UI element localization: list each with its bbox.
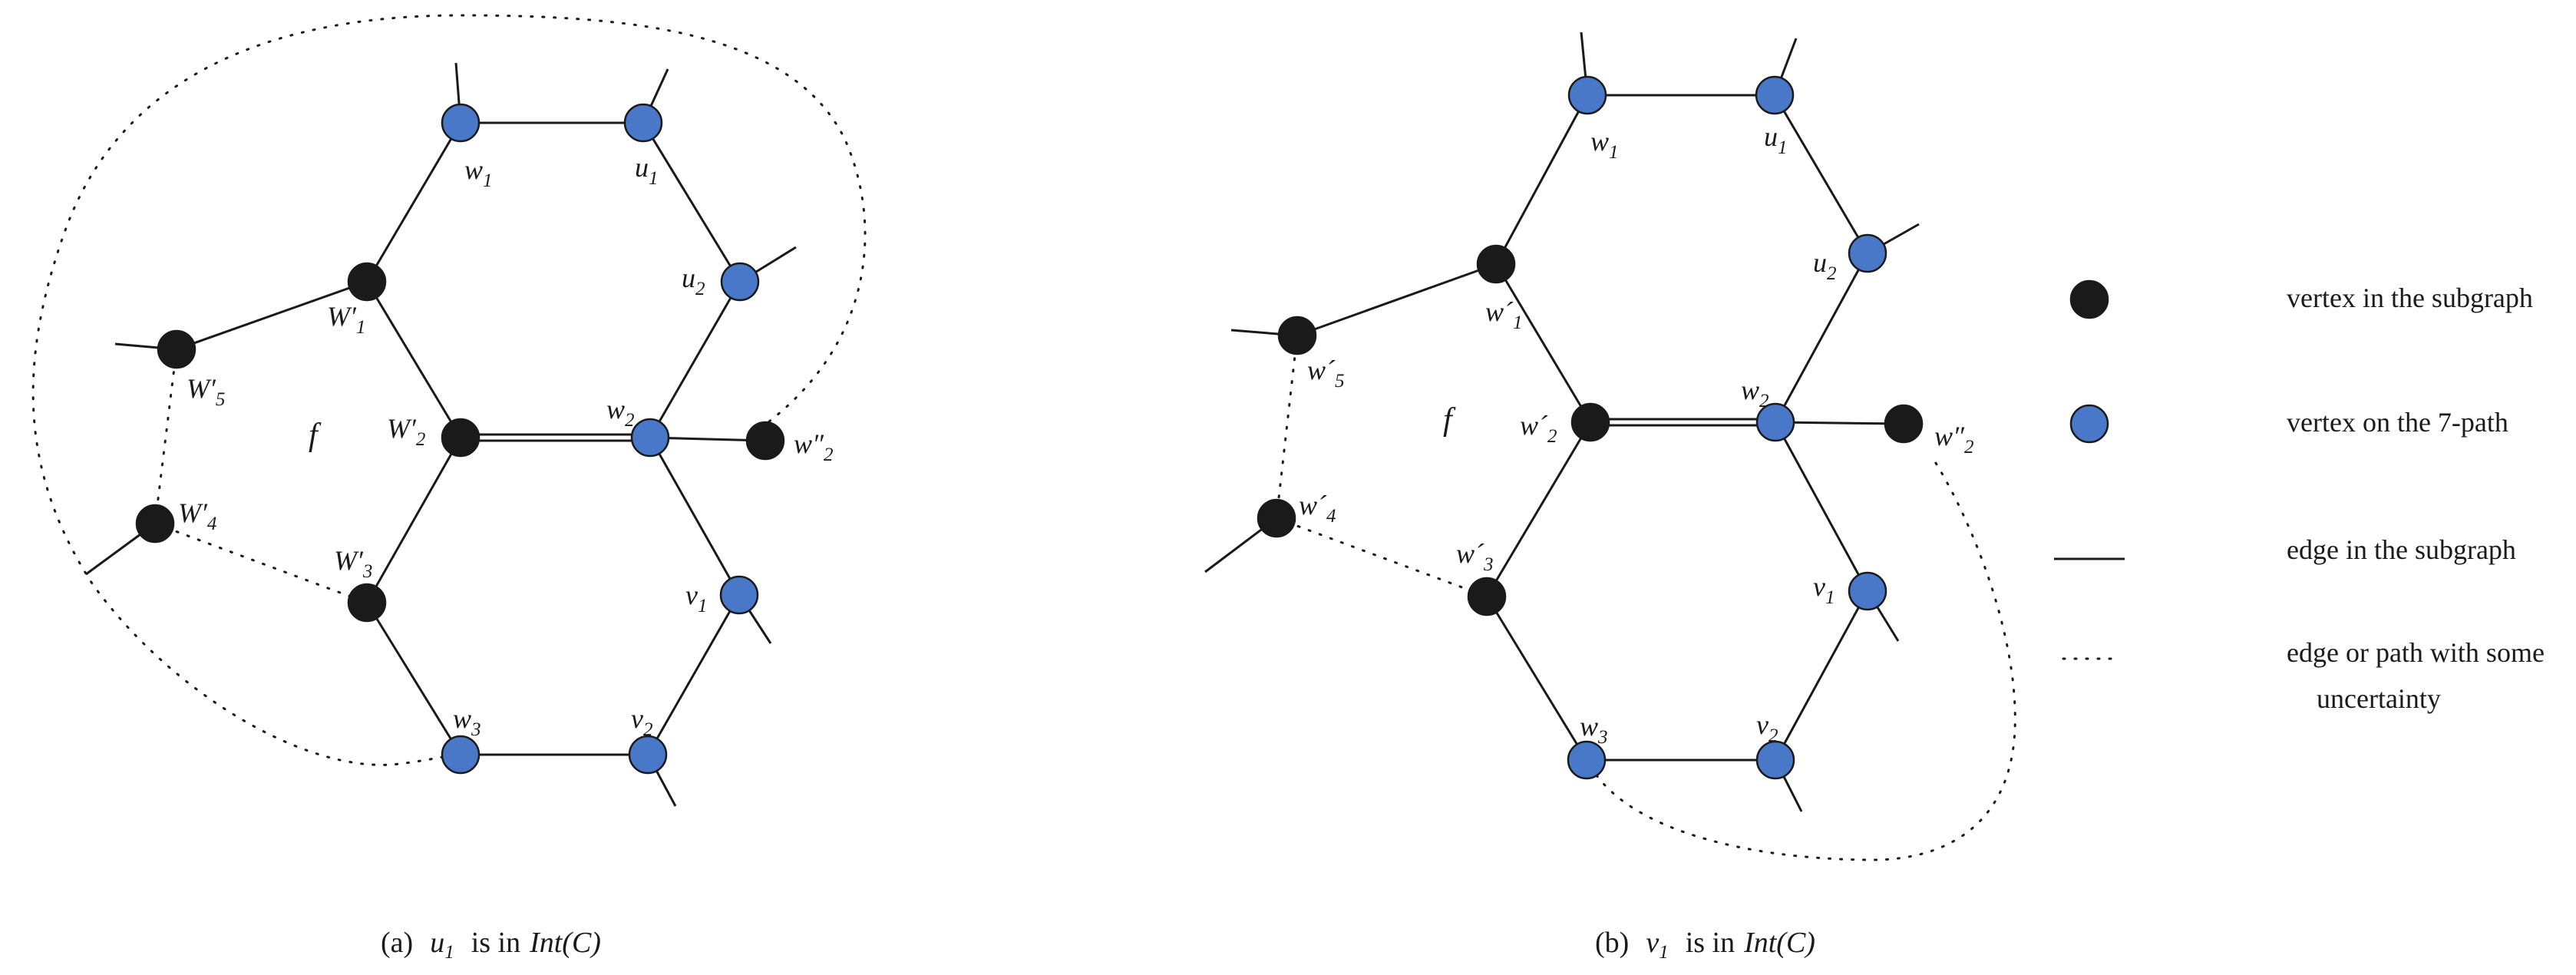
label-a-w1: w1 <box>464 154 493 191</box>
edge-W2-W3 <box>365 437 462 603</box>
label-b-w3p: w´3 <box>1456 538 1494 575</box>
edge-b-w3p-w3 <box>1485 596 1588 761</box>
edge-b-u1-u2 <box>1773 94 1869 254</box>
vertex-b-v1 <box>1848 571 1887 611</box>
vertex-b-w4p <box>1257 498 1296 538</box>
panel-a-labels: w1 u1 u2 W′1 W′5 f W′2 w2 w″2 W′4 W′3 v1… <box>178 152 834 740</box>
edge-b-w1p-w2p <box>1494 263 1592 423</box>
label-b-w1: w1 <box>1590 126 1619 163</box>
legend-black-vertex-text: vertex in the subgraph <box>2287 283 2533 313</box>
vertex-a-W4 <box>135 504 175 544</box>
edge-v2-v1 <box>646 594 741 755</box>
vertex-a-w1 <box>441 103 481 143</box>
edge-b-v2-v1 <box>1774 590 1869 761</box>
vertex-b-w2p <box>1570 402 1610 442</box>
edge-u2-w2 <box>649 281 741 438</box>
legend-blue-vertex-text: vertex on the 7-path <box>2287 407 2508 438</box>
label-b-w2: w2 <box>1741 375 1769 411</box>
vertex-b-v2 <box>1755 740 1795 780</box>
label-a-f: f <box>309 418 322 453</box>
panel-a <box>31 14 867 807</box>
legend-dotted-text-line2: uncertainty <box>2317 683 2441 714</box>
edge-b-w2p-w3p <box>1485 421 1592 597</box>
label-a-v1: v1 <box>685 580 707 616</box>
label-b-v1: v1 <box>1813 571 1835 608</box>
label-a-W5p: W′5 <box>187 373 225 410</box>
vertex-a-w2pp <box>745 421 785 461</box>
dotted-edge-W5-W4 <box>154 348 178 525</box>
edge-v1-w2 <box>649 437 741 596</box>
label-a-w3: w3 <box>453 703 481 740</box>
vertex-a-v1 <box>719 575 759 615</box>
legend-black-vertex-swatch <box>2069 279 2109 319</box>
vertex-b-u1 <box>1755 75 1795 115</box>
label-b-w3: w3 <box>1580 711 1608 748</box>
label-b-u2: u2 <box>1813 247 1837 284</box>
label-a-w2pp: w″2 <box>794 428 834 465</box>
label-b-v2: v2 <box>1756 709 1778 746</box>
vertex-b-w1p <box>1476 244 1516 284</box>
panel-b-vertices <box>1257 75 1924 780</box>
edge-b-v1-w2 <box>1774 421 1869 592</box>
vertex-a-W1 <box>347 262 387 302</box>
label-a-W4p: W′4 <box>178 497 216 534</box>
edge-W3-w3 <box>365 602 462 755</box>
vertex-b-w2pp <box>1884 404 1924 444</box>
label-a-W2p: W′2 <box>387 413 425 450</box>
dotted-edge-w4-w3 <box>1275 517 1488 598</box>
label-a-W3p: W′3 <box>334 545 372 582</box>
label-b-f: f <box>1443 402 1456 438</box>
label-b-w2pp: w″2 <box>1934 421 1974 458</box>
edge-b-w1-w1p <box>1494 94 1589 265</box>
label-a-u2: u2 <box>682 263 705 299</box>
label-a-W1p: W′1 <box>327 301 365 338</box>
vertex-b-w1 <box>1567 75 1607 115</box>
label-a-w2: w2 <box>606 394 635 431</box>
vertex-a-W5 <box>157 329 197 369</box>
vertex-a-W3 <box>347 583 387 623</box>
vertex-b-u2 <box>1848 233 1887 273</box>
vertex-b-w5p <box>1277 316 1317 355</box>
edge-w1-W1 <box>365 122 462 283</box>
vertex-a-u2 <box>720 262 760 302</box>
vertex-b-w3p <box>1467 577 1507 616</box>
edge-b-u2-w2 <box>1774 253 1869 423</box>
edge-u1-u2 <box>642 122 741 283</box>
vertex-a-w3 <box>441 735 481 775</box>
label-b-w1p: w´1 <box>1485 296 1523 333</box>
edge-b-w2-w2pp <box>1775 421 1904 425</box>
dotted-edge-w5-w4 <box>1275 334 1299 520</box>
dotted-path-lower <box>1595 459 2016 861</box>
edge-W1-W5 <box>176 280 368 351</box>
legend: vertex in the subgraph vertex on the 7-p… <box>2054 279 2545 714</box>
label-b-w4p: w´4 <box>1299 490 1336 527</box>
label-b-w2p: w´2 <box>1520 410 1557 447</box>
vertex-b-w2 <box>1755 402 1795 442</box>
vertex-a-w2 <box>630 418 670 458</box>
label-a-v2: v2 <box>631 703 652 740</box>
label-b-w5p: w´5 <box>1307 355 1345 392</box>
panel-b-labels: w1 u1 u2 w´1 w´5 f w´2 w2 w″2 w´4 w´3 v1… <box>1299 121 1974 748</box>
vertex-a-v2 <box>628 735 668 775</box>
label-b-u1: u1 <box>1764 121 1788 158</box>
vertex-b-w3 <box>1567 740 1607 780</box>
legend-solid-edge-text: edge in the subgraph <box>2287 534 2516 565</box>
edge-W1-W2 <box>365 281 462 438</box>
legend-blue-vertex-swatch <box>2069 404 2109 444</box>
panel-a-vertices <box>135 103 785 775</box>
legend-dotted-text-line1: edge or path with some <box>2287 637 2545 668</box>
edge-b-w1p-w5p <box>1296 263 1497 337</box>
label-a-u1: u1 <box>635 152 659 189</box>
vertex-a-u1 <box>623 103 663 143</box>
vertex-a-W2 <box>441 418 481 458</box>
